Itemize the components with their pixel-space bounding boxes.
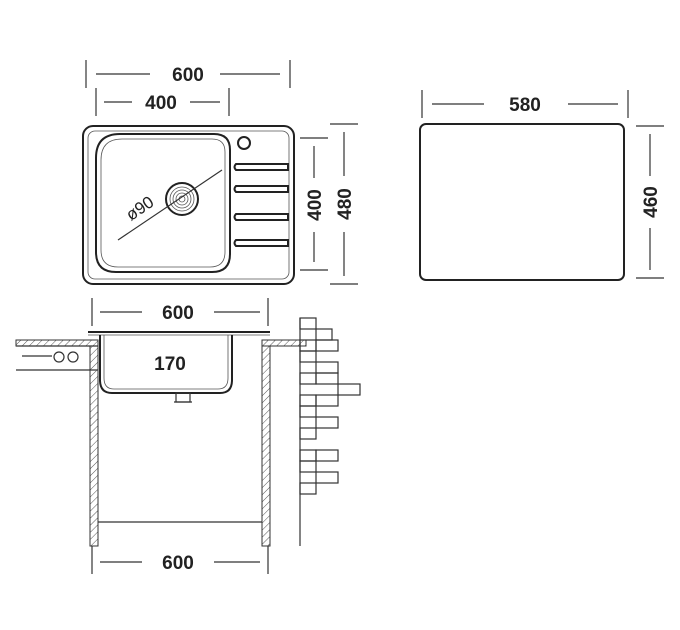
cutout-view: 580 460 — [419, 90, 664, 281]
bowl-depth-label: 400 — [305, 189, 326, 221]
cutout-rectangle — [419, 123, 625, 281]
sink-side-profile — [88, 331, 270, 403]
drain-icon — [117, 169, 223, 241]
sink-outline — [82, 125, 295, 285]
dimension-side-top-width: 600 — [91, 298, 269, 326]
bowl-width-label: 400 — [145, 93, 177, 114]
control-knobs-icon — [22, 351, 79, 363]
countertop — [15, 339, 307, 371]
overall-width-label: 600 — [172, 65, 204, 86]
drain-diameter-label: ø90 — [122, 192, 157, 224]
brick-wall — [299, 317, 361, 546]
dimension-cutout-depth: 460 — [636, 125, 664, 279]
side-top-width-label: 600 — [162, 303, 194, 324]
top-view: 600 400 ø90 — [82, 60, 358, 285]
side-bowl-depth-label: 170 — [154, 354, 186, 375]
dimension-overall-width: 600 — [85, 60, 291, 88]
cutout-width-label: 580 — [509, 95, 541, 116]
overall-depth-label: 480 — [335, 188, 356, 220]
side-view: 600 170 — [15, 298, 361, 574]
tap-hole-icon — [237, 136, 251, 150]
dimension-overall-depth: 480 — [330, 123, 358, 285]
dimension-cabinet-width: 600 — [91, 546, 269, 574]
dimension-bowl-width: 400 — [95, 88, 230, 116]
drainer-grooves — [233, 163, 289, 247]
cutout-depth-label: 460 — [641, 186, 662, 218]
dimension-bowl-depth: 400 — [300, 137, 328, 271]
cabinet-walls — [89, 345, 271, 547]
cabinet-width-label: 600 — [162, 553, 194, 574]
dimension-cutout-width: 580 — [421, 90, 629, 118]
sink-bowl — [95, 133, 231, 273]
